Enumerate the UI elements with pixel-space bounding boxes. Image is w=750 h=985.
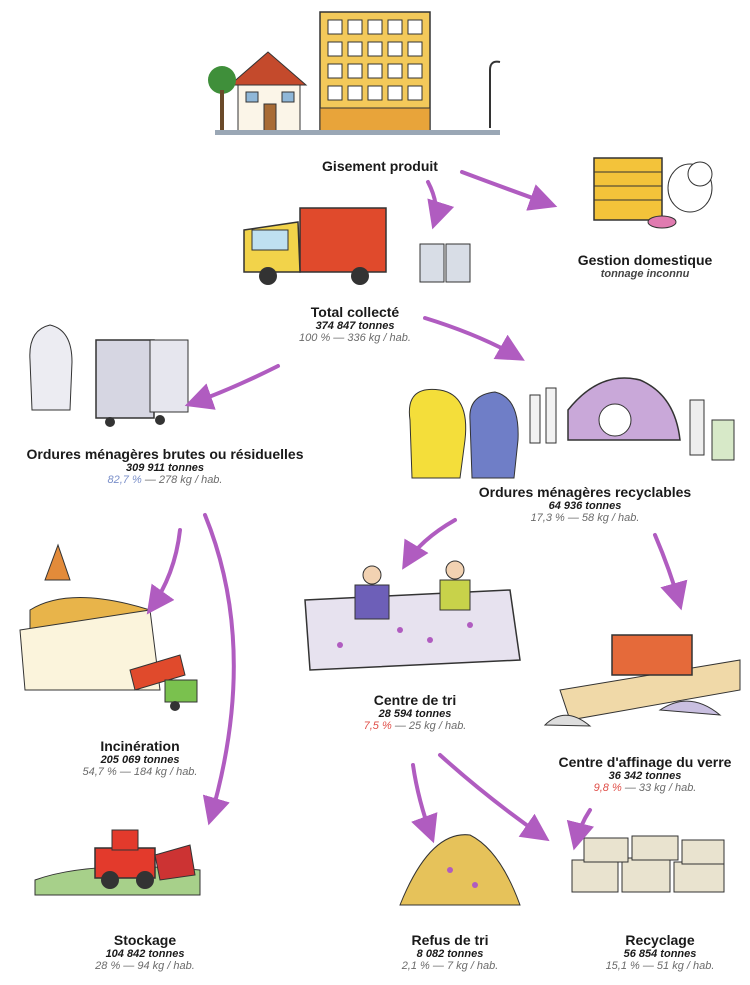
arrow-recyclables-verre bbox=[653, 533, 688, 611]
stockage-pct: 28 % bbox=[95, 960, 121, 972]
node-verre: Centre d'affinage du verre 36 342 tonnes… bbox=[540, 754, 750, 794]
node-stockage: Stockage 104 842 tonnes 28 % — 94 kg / h… bbox=[45, 932, 245, 972]
tri-ratio: 7,5 % — 25 kg / hab. bbox=[315, 720, 515, 732]
arrow-total-brutes bbox=[184, 364, 280, 410]
bales-icon bbox=[571, 835, 725, 893]
stockage-perhab: — 94 kg / hab. bbox=[120, 960, 195, 972]
verre-title: Centre d'affinage du verre bbox=[558, 754, 732, 770]
node-recyclables: Ordures ménagères recyclables 64 936 ton… bbox=[440, 484, 730, 524]
total-perhab: — 336 kg / hab. bbox=[330, 332, 411, 344]
incineration-pct: 54,7 % bbox=[82, 766, 117, 778]
arrow-total-recyclables bbox=[423, 316, 525, 361]
verre-perhab: — 33 kg / hab. bbox=[621, 782, 697, 794]
refus-perhab: — 7 kg / hab. bbox=[429, 960, 499, 972]
stockage-title: Stockage bbox=[113, 932, 177, 948]
tri-title: Centre de tri bbox=[373, 692, 457, 708]
brutes-perhab: — 278 kg / hab. bbox=[141, 474, 223, 486]
incineration-ratio: 54,7 % — 184 kg / hab. bbox=[35, 766, 245, 778]
gestion-sub: tonnage inconnu bbox=[600, 268, 690, 280]
tri-tons: 28 594 tonnes bbox=[378, 708, 452, 720]
recyclage-pct: 15,1 % bbox=[605, 960, 640, 972]
total-pct: 100 % bbox=[299, 332, 331, 344]
node-refus: Refus de tri 8 082 tonnes 2,1 % — 7 kg /… bbox=[355, 932, 545, 972]
recyclables-tons: 64 936 tonnes bbox=[548, 500, 622, 512]
node-tri: Centre de tri 28 594 tonnes 7,5 % — 25 k… bbox=[315, 692, 515, 732]
node-incineration: Incinération 205 069 tonnes 54,7 % — 184… bbox=[35, 738, 245, 778]
recyclables-icon bbox=[408, 377, 735, 479]
bins-bags-icon bbox=[29, 324, 189, 427]
stockage-tons: 104 842 tonnes bbox=[105, 948, 185, 960]
garbage-truck-icon bbox=[243, 207, 471, 285]
arrow-brutes-stockage bbox=[202, 513, 236, 826]
tri-pct: 7,5 % bbox=[363, 720, 392, 732]
recyclables-ratio: 17,3 % — 58 kg / hab. bbox=[440, 512, 730, 524]
recyclables-perhab: — 58 kg / hab. bbox=[564, 512, 640, 524]
brutes-ratio: 82,7 % — 278 kg / hab. bbox=[0, 474, 330, 486]
compost-dog-icon bbox=[593, 157, 713, 229]
buildings-icon bbox=[208, 11, 501, 135]
refus-ratio: 2,1 % — 7 kg / hab. bbox=[355, 960, 545, 972]
flow-arrows bbox=[146, 170, 688, 851]
arrow-gisement-total bbox=[426, 180, 455, 230]
recyclage-ratio: 15,1 % — 51 kg / hab. bbox=[570, 960, 750, 972]
arrow-tri-refus bbox=[411, 763, 438, 844]
brutes-pct: 82,7 % bbox=[107, 474, 142, 486]
incineration-title: Incinération bbox=[100, 738, 180, 754]
arrow-verre-recyclage bbox=[566, 808, 595, 851]
node-total: Total collecté 374 847 tonnes 100 % — 33… bbox=[255, 304, 455, 344]
bulldozer-landfill-icon bbox=[34, 829, 201, 896]
incineration-perhab: — 184 kg / hab. bbox=[116, 766, 198, 778]
total-tons: 374 847 tonnes bbox=[315, 320, 395, 332]
gestion-title: Gestion domestique bbox=[577, 252, 713, 268]
node-gisement: Gisement produit bbox=[305, 158, 455, 174]
total-ratio: 100 % — 336 kg / hab. bbox=[255, 332, 455, 344]
arrow-brutes-incineration bbox=[146, 528, 182, 615]
tri-perhab: — 25 kg / hab. bbox=[391, 720, 467, 732]
arrow-recyclables-tri bbox=[402, 518, 457, 570]
arrow-gisement-gestion bbox=[460, 170, 558, 211]
verre-tons: 36 342 tonnes bbox=[608, 770, 682, 782]
recyclables-title: Ordures ménagères recyclables bbox=[478, 484, 692, 500]
verre-pct: 9,8 % bbox=[593, 782, 622, 794]
total-title: Total collecté bbox=[310, 304, 400, 320]
glass-refinery-icon bbox=[543, 634, 741, 727]
recyclables-pct: 17,3 % bbox=[530, 512, 565, 524]
brutes-tons: 309 911 tonnes bbox=[125, 462, 205, 474]
sorting-belt-icon bbox=[304, 560, 521, 671]
incineration-tons: 205 069 tonnes bbox=[100, 754, 180, 766]
refus-title: Refus de tri bbox=[411, 932, 489, 948]
recyclage-tons: 56 854 tonnes bbox=[623, 948, 697, 960]
refus-pct: 2,1 % bbox=[401, 960, 430, 972]
incinerator-icon bbox=[19, 543, 198, 711]
verre-ratio: 9,8 % — 33 kg / hab. bbox=[540, 782, 750, 794]
gisement-title: Gisement produit bbox=[322, 158, 438, 174]
node-gestion: Gestion domestique tonnage inconnu bbox=[555, 252, 735, 280]
recyclage-title: Recyclage bbox=[625, 932, 695, 948]
node-brutes: Ordures ménagères brutes ou résiduelles … bbox=[0, 446, 330, 486]
arrow-tri-recyclage bbox=[438, 753, 550, 842]
recyclage-perhab: — 51 kg / hab. bbox=[639, 960, 715, 972]
refus-tons: 8 082 tonnes bbox=[416, 948, 484, 960]
node-recyclage: Recyclage 56 854 tonnes 15,1 % — 51 kg /… bbox=[570, 932, 750, 972]
stockage-ratio: 28 % — 94 kg / hab. bbox=[45, 960, 245, 972]
brutes-title: Ordures ménagères brutes ou résiduelles bbox=[26, 446, 304, 462]
refuse-pile-icon bbox=[399, 834, 521, 906]
